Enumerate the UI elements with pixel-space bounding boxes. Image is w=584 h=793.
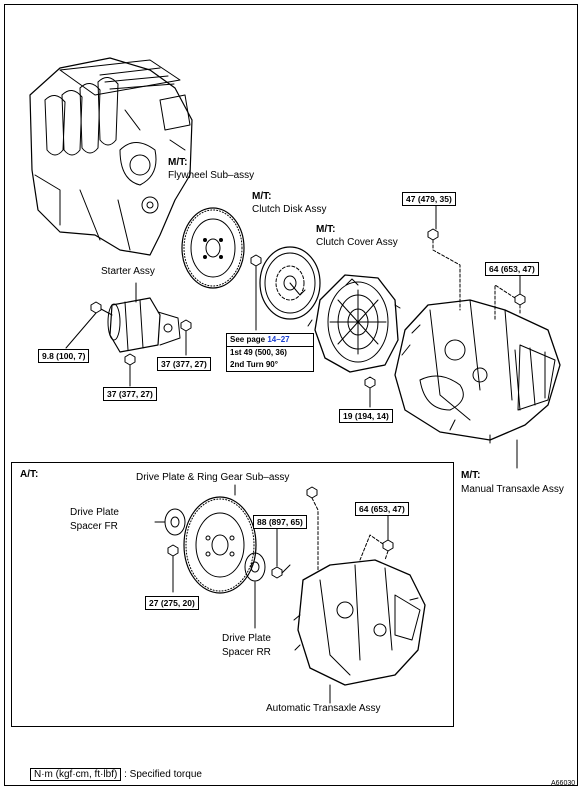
clutch-cover-label: Clutch Cover Assy bbox=[316, 237, 398, 248]
see-page-prefix: See page bbox=[230, 335, 268, 344]
torque-box-37-a: 37 (377, 27) bbox=[157, 357, 211, 371]
mt-section-label-clutch-disk: M/T: bbox=[252, 191, 272, 202]
figure-id: A66030 bbox=[551, 780, 576, 787]
at-section-frame bbox=[11, 462, 454, 727]
automatic-transaxle-label: Automatic Transaxle Assy bbox=[266, 703, 381, 714]
flywheel-bolt-spec-box: See page 14–27 1st 49 (500, 36) 2nd Turn… bbox=[226, 333, 314, 372]
at-section-label: A/T: bbox=[20, 469, 39, 480]
see-page-row: See page 14–27 bbox=[227, 334, 313, 346]
flywheel-bolt bbox=[250, 254, 262, 331]
clutch-disk-illustration bbox=[259, 246, 321, 320]
mt-section-label-transaxle: M/T: bbox=[461, 470, 481, 481]
starter-bolts bbox=[65, 301, 192, 387]
torque-box-9-8: 9.8 (100, 7) bbox=[38, 349, 90, 363]
at-transaxle-bolts bbox=[306, 486, 394, 571]
legend-meaning: : Specified torque bbox=[124, 769, 202, 780]
torque-box-27: 27 (275, 20) bbox=[145, 596, 199, 610]
at-spacer-rr-illustration bbox=[244, 552, 266, 629]
at-drive-plate-bolts bbox=[167, 527, 291, 593]
second-torque-row: 2nd Turn 90° bbox=[230, 360, 278, 369]
engine-illustration bbox=[29, 57, 193, 256]
spacer-fr-label-line1: Drive Plate bbox=[70, 507, 119, 518]
torque-box-64-mt: 64 (653, 47) bbox=[485, 262, 539, 276]
torque-box-64-at: 64 (653, 47) bbox=[355, 502, 409, 516]
automatic-transaxle-illustration bbox=[293, 559, 426, 704]
legend-unit-box: N·m (kgf·cm, ft·lbf) bbox=[30, 768, 122, 781]
torque-box-47: 47 (479, 35) bbox=[402, 192, 456, 206]
first-torque-row: 1st 49 (500, 36) bbox=[227, 346, 313, 359]
starter-illustration bbox=[107, 282, 181, 353]
clutch-disk-label: Clutch Disk Assy bbox=[252, 204, 327, 215]
clutch-cover-illustration bbox=[307, 274, 401, 373]
torque-box-88: 88 (897, 65) bbox=[253, 515, 307, 529]
clutch-cover-bolt bbox=[364, 376, 376, 408]
see-page-link[interactable]: 14–27 bbox=[267, 335, 290, 344]
mt-section-label-flywheel: M/T: bbox=[168, 157, 188, 168]
spacer-rr-label-line1: Drive Plate bbox=[222, 633, 271, 644]
flywheel-label: Flywheel Sub–assy bbox=[168, 170, 255, 181]
mt-section-label-clutch-cover: M/T: bbox=[316, 224, 336, 235]
at-spacer-fr-illustration bbox=[154, 508, 186, 536]
drive-plate-ring-gear-label: Drive Plate & Ring Gear Sub–assy bbox=[136, 472, 290, 483]
manual-transaxle-label: Manual Transaxle Assy bbox=[461, 484, 564, 495]
at-drive-plate-illustration bbox=[183, 484, 257, 594]
manual-transaxle-illustration bbox=[394, 299, 561, 469]
torque-box-19: 19 (194, 14) bbox=[339, 409, 393, 423]
starter-label: Starter Assy bbox=[101, 266, 155, 277]
diagram-frame bbox=[4, 4, 578, 786]
spacer-rr-label-line2: Spacer RR bbox=[222, 647, 271, 658]
flywheel-illustration bbox=[181, 207, 245, 289]
torque-box-37-b: 37 (377, 27) bbox=[103, 387, 157, 401]
torque-legend: N·m (kgf·cm, ft·lbf) : Specified torque bbox=[30, 768, 202, 782]
mt-transaxle-bolts bbox=[427, 204, 526, 321]
spacer-fr-label-line2: Spacer FR bbox=[70, 521, 118, 532]
